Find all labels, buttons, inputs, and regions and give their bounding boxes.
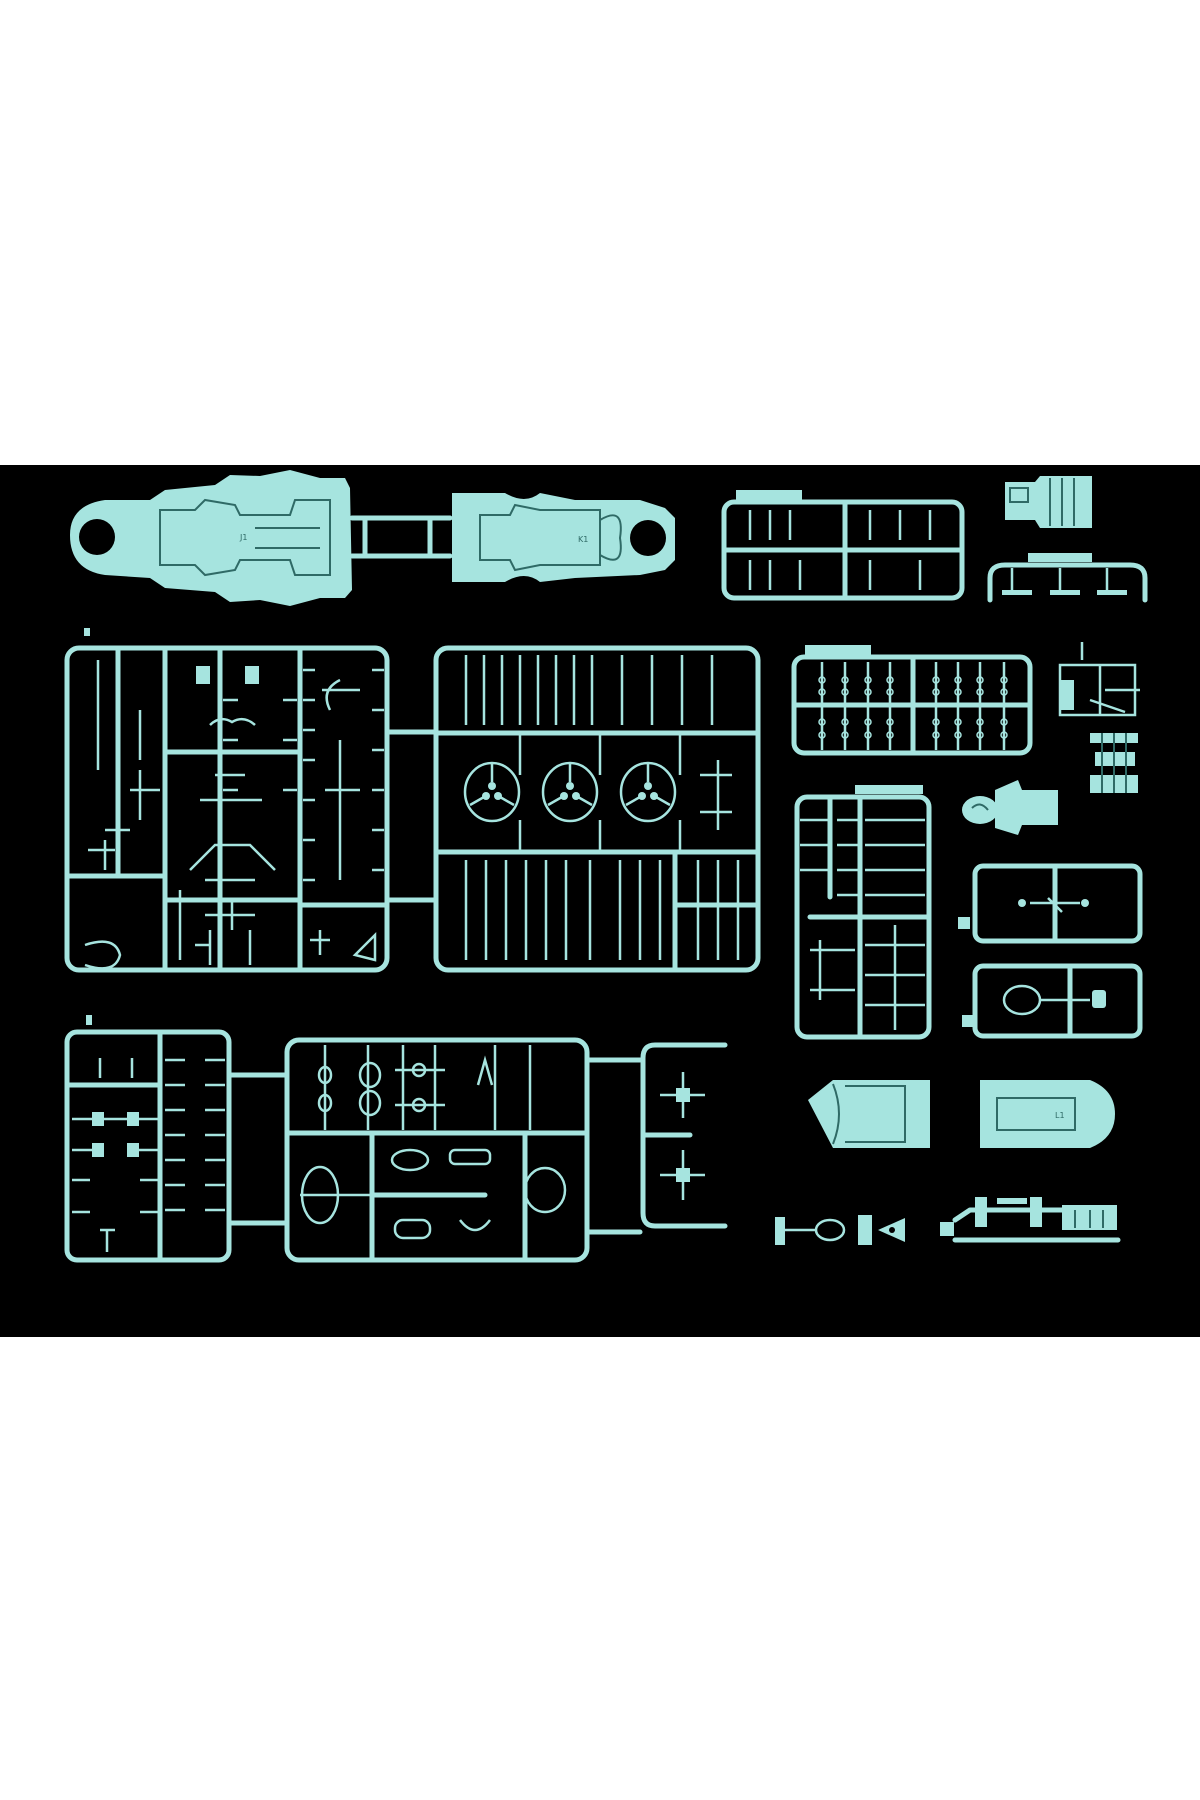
runner-connector xyxy=(584,1057,643,1235)
part-top-right xyxy=(1005,476,1092,528)
part-right-tower xyxy=(1058,642,1140,717)
sprue-drawing: J1 K1 xyxy=(64,470,1148,1263)
part-label: K1 xyxy=(578,535,588,544)
runner-connector xyxy=(384,729,439,903)
sprue-bottom-right xyxy=(640,1042,728,1229)
turret-ring-1 xyxy=(463,761,521,823)
deck-small-1 xyxy=(808,1080,930,1148)
part-label: L1 xyxy=(1055,1111,1065,1120)
deck-small-2: L1 xyxy=(980,1080,1115,1148)
sprue-right-small-2 xyxy=(962,963,1143,1039)
sprue-diagram: J1 K1 xyxy=(0,465,1200,1337)
part-right-stack xyxy=(1090,733,1138,793)
sprue-bottom-left xyxy=(64,1015,232,1263)
parts-bottom-row-1 xyxy=(775,1215,905,1245)
turret-ring-3 xyxy=(619,761,677,823)
deck-part-right: K1 xyxy=(452,493,675,582)
sprue-top-center xyxy=(721,490,965,601)
part-label: J1 xyxy=(239,533,247,542)
sprue-right-grid xyxy=(791,645,1033,756)
sprue-top-right-arch xyxy=(987,553,1148,603)
sprue-bottom-center xyxy=(284,1037,590,1263)
part-right-funnel xyxy=(962,780,1058,835)
runner-ladder xyxy=(349,515,453,559)
runner-connector xyxy=(226,1072,290,1226)
sprue-right-small-1 xyxy=(958,863,1143,944)
sprue-left-large xyxy=(64,628,390,973)
sprue-right-tall xyxy=(794,785,932,1040)
deck-part-left: J1 xyxy=(70,470,352,606)
sprue-center-large xyxy=(433,645,761,973)
parts-bottom-row-2 xyxy=(940,1197,1121,1243)
turret-ring-2 xyxy=(541,761,599,823)
